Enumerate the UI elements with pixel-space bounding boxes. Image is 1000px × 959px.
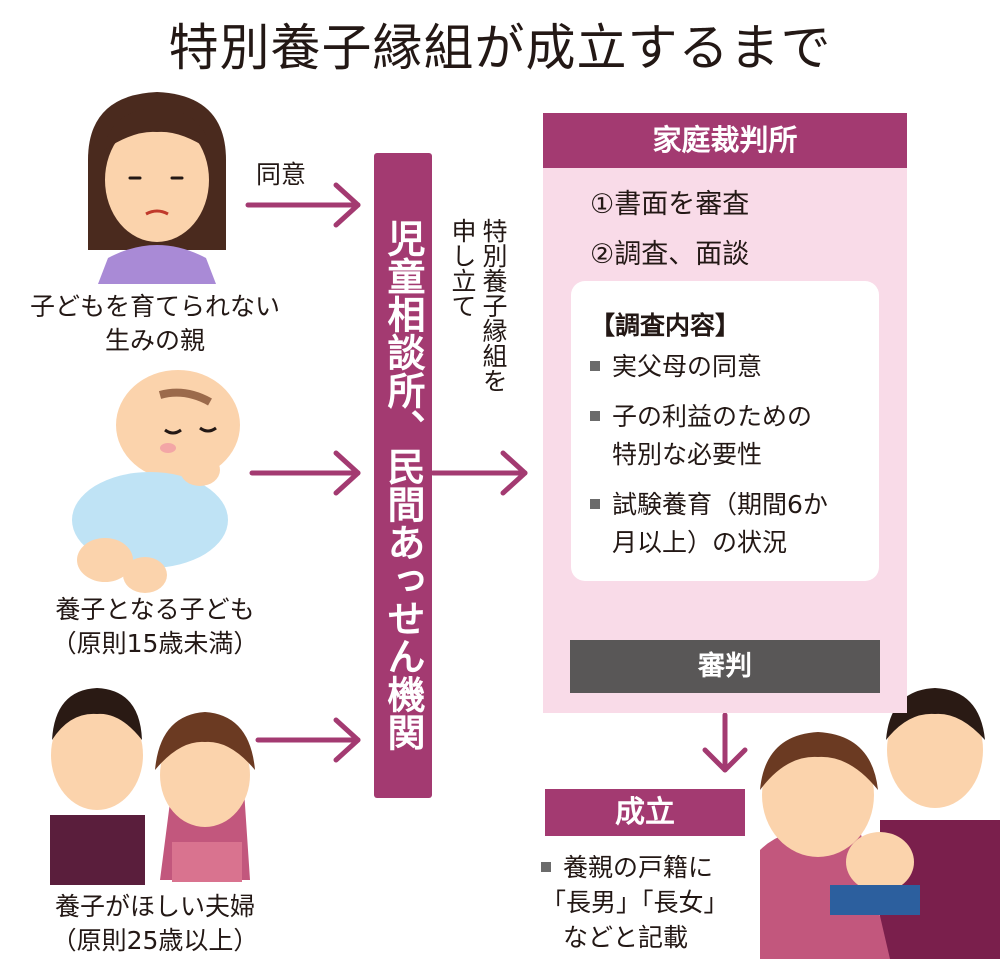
- item-1-line1: 実父母の同意: [612, 352, 763, 381]
- birth-parent-line1: 子どもを育てられない: [29, 292, 280, 321]
- birth-parent-label: 子どもを育てられない 生みの親: [0, 290, 310, 358]
- child-label: 養子となる子ども （原則15歳未満）: [0, 593, 310, 661]
- bullet-square-icon: [541, 862, 551, 872]
- investigation-item: 子の利益のための 特別な必要性: [590, 398, 812, 474]
- item-3-line1: 試験養育（期間6か: [612, 490, 828, 519]
- couple-line1: 養子がほしい夫婦: [54, 892, 255, 921]
- investigation-title: 【調査内容】: [590, 311, 741, 340]
- investigation-item: 試験養育（期間6か 月以上）の状況: [590, 486, 828, 562]
- bullet-square-icon: [590, 499, 600, 509]
- agency-label: 児童相談所、民間あっせん機関: [381, 219, 425, 751]
- baby-illustration: [72, 370, 240, 593]
- result-line1: 養親の戸籍に: [563, 853, 714, 882]
- birth-parent-line2: 生みの親: [104, 326, 205, 355]
- court-step-2: ②調査、面談: [590, 239, 750, 270]
- bullet-square-icon: [590, 411, 600, 421]
- child-line2: （原則15歳未満）: [51, 629, 259, 658]
- consent-label: 同意: [255, 160, 306, 189]
- birth-parent-illustration: [88, 92, 226, 284]
- court-title: 家庭裁判所: [543, 113, 907, 168]
- couple-illustration: [50, 688, 255, 885]
- bullet-square-icon: [590, 361, 600, 371]
- court-step-1: ①書面を審査: [590, 189, 750, 220]
- investigation-box: [571, 281, 879, 581]
- family-illustration: [760, 688, 1000, 959]
- investigation-item: 実父母の同意: [590, 348, 762, 386]
- child-line1: 養子となる子ども: [55, 595, 255, 624]
- item-2-line1: 子の利益のための: [612, 402, 813, 431]
- established-result: 養親の戸籍に 「長男」「長女」 などと記載: [541, 850, 729, 955]
- application-line1: 特別養子縁組を: [479, 218, 508, 393]
- application-line2: 申し立て: [448, 218, 477, 318]
- item-2-line2: 特別な必要性: [612, 440, 763, 469]
- result-line3: などと記載: [563, 923, 689, 952]
- page-title: 特別養子縁組が成立するまで: [168, 19, 832, 77]
- couple-line2: （原則25歳以上）: [51, 926, 259, 955]
- agency-bar: [374, 153, 432, 798]
- couple-label: 養子がほしい夫婦 （原則25歳以上）: [0, 890, 310, 958]
- result-line2: 「長男」「長女」: [541, 888, 729, 917]
- established-label: 成立: [545, 789, 745, 836]
- judgment-label: 審判: [570, 640, 880, 693]
- item-3-line2: 月以上）の状況: [612, 528, 788, 557]
- application-label: 特別養子縁組を 申し立て: [447, 218, 509, 478]
